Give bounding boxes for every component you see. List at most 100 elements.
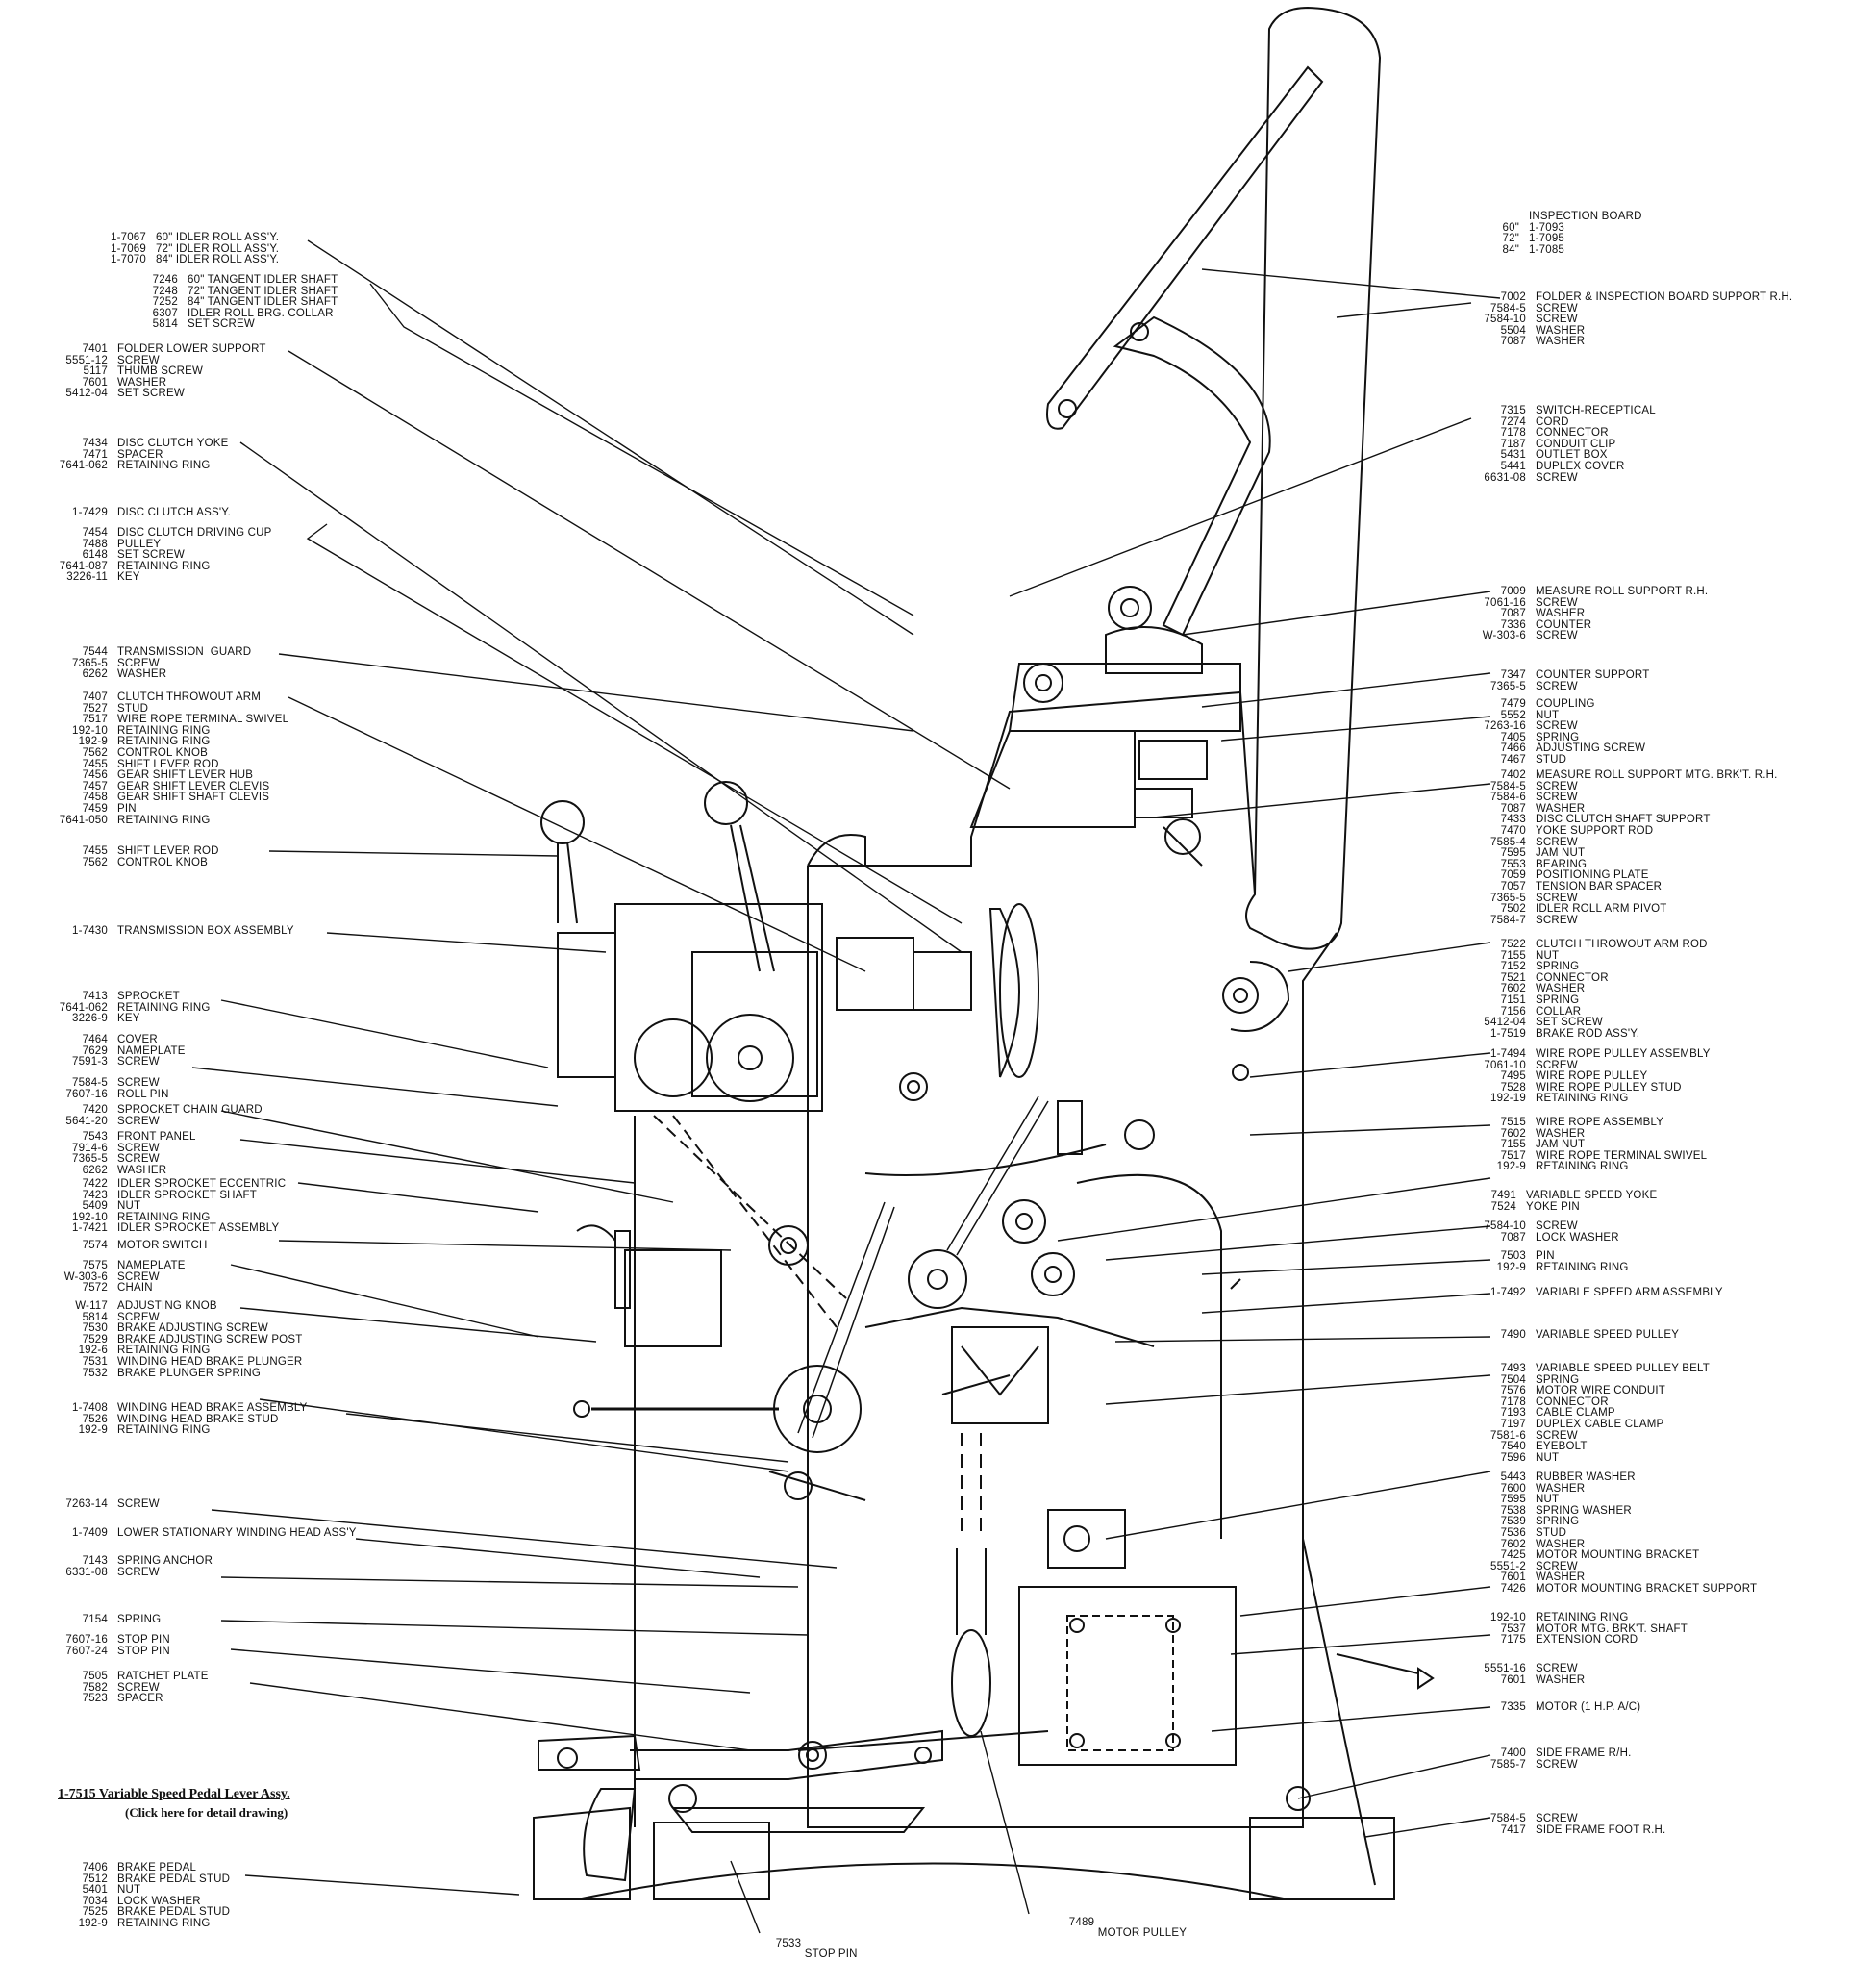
part-description: MOTOR MTG. BRK'T. SHAFT: [1536, 1622, 1688, 1635]
side-frame-outline: [807, 691, 1338, 1828]
part-description: DISC CLUTCH ASS'Y.: [117, 507, 232, 518]
shift-knob-left: [540, 800, 585, 844]
part-description: MOTOR SWITCH: [117, 1240, 208, 1251]
part-number: 7152: [1500, 961, 1526, 973]
part-number: 192-10: [71, 1211, 108, 1223]
part-number: 3226-11: [66, 571, 108, 584]
part-description: ROLL PIN: [117, 1088, 169, 1100]
part-number: 7143: [82, 1555, 108, 1567]
part-number: 7529: [82, 1333, 108, 1345]
part-number: 7539: [1500, 1516, 1526, 1528]
pedal-lever-link[interactable]: 1-7515 Variable Speed Pedal Lever Assy.: [58, 1787, 290, 1801]
part-number: 7495: [1500, 1070, 1526, 1083]
part-number: 7009: [1500, 586, 1526, 597]
part-description: RETAINING RING: [117, 1001, 211, 1014]
part-description: VARIABLE SPEED ARM ASSEMBLY: [1536, 1287, 1723, 1298]
part-description: PULLEY: [117, 538, 162, 550]
callout-row: 84"1-7085: [1481, 244, 1642, 257]
shift-knob-right: [704, 781, 748, 825]
part-number: 7087: [1500, 802, 1526, 815]
part-description: SCREW: [1536, 792, 1578, 804]
part-description: CONNECTOR: [1536, 971, 1609, 984]
motor-pulley: [951, 1629, 991, 1737]
part-description: WASHER: [1536, 1127, 1586, 1140]
part-number: 7584-5: [1489, 1813, 1526, 1824]
part-number: 5551-16: [1484, 1663, 1526, 1674]
part-description: SCREW: [1536, 720, 1578, 733]
part-description: EXTENSION CORD: [1536, 1634, 1638, 1647]
part-number: 7572: [82, 1282, 108, 1295]
part-number: 5441: [1500, 460, 1526, 472]
pedal-lever-link-subtitle[interactable]: (Click here for detail drawing): [125, 1805, 288, 1820]
part-description: STUD: [117, 702, 149, 715]
part-number: 7531: [82, 1355, 108, 1368]
part-number: 5409: [82, 1200, 108, 1213]
part-number: 7034: [82, 1895, 108, 1907]
part-number: 7274: [1500, 415, 1526, 428]
part-number: 7584-5: [71, 1077, 108, 1089]
part-description: STOP PIN: [117, 1634, 170, 1646]
part-number: 7538: [1500, 1504, 1526, 1517]
part-number: 5641-20: [65, 1115, 108, 1127]
part-description: NUT: [1536, 949, 1560, 962]
part-description: INSPECTION BOARD: [1529, 211, 1642, 222]
part-description: TRANSMISSION BOX ASSEMBLY: [117, 925, 294, 937]
part-number: 7335: [1500, 1701, 1526, 1713]
part-description: EYEBOLT: [1536, 1441, 1588, 1453]
part-number: W-303-6: [63, 1270, 108, 1283]
part-description: JAM NUT: [1536, 1139, 1586, 1151]
part-description: SET SCREW: [117, 388, 185, 400]
part-number: 5551-12: [65, 354, 108, 366]
part-number: 7504: [1500, 1373, 1526, 1386]
part-description: WIRE ROPE ASSEMBLY: [1536, 1117, 1664, 1128]
part-description: COUPLING: [1536, 698, 1595, 710]
part-description: SET SCREW: [188, 318, 255, 331]
part-number: 7629: [82, 1044, 108, 1057]
part-description: SCREW: [117, 1056, 160, 1068]
part-description: MOTOR MOUNTING BRACKET: [1536, 1549, 1700, 1562]
part-description: SCREW: [1536, 302, 1578, 314]
part-number: 7607-24: [65, 1645, 108, 1657]
part-description: RETAINING RING: [117, 736, 211, 748]
part-number: 7575: [82, 1260, 108, 1271]
part-description: WIRE ROPE TERMINAL SWIVEL: [117, 714, 289, 726]
part-number: 5504: [1500, 324, 1526, 337]
part-description: POSITIONING PLATE: [1536, 869, 1649, 882]
